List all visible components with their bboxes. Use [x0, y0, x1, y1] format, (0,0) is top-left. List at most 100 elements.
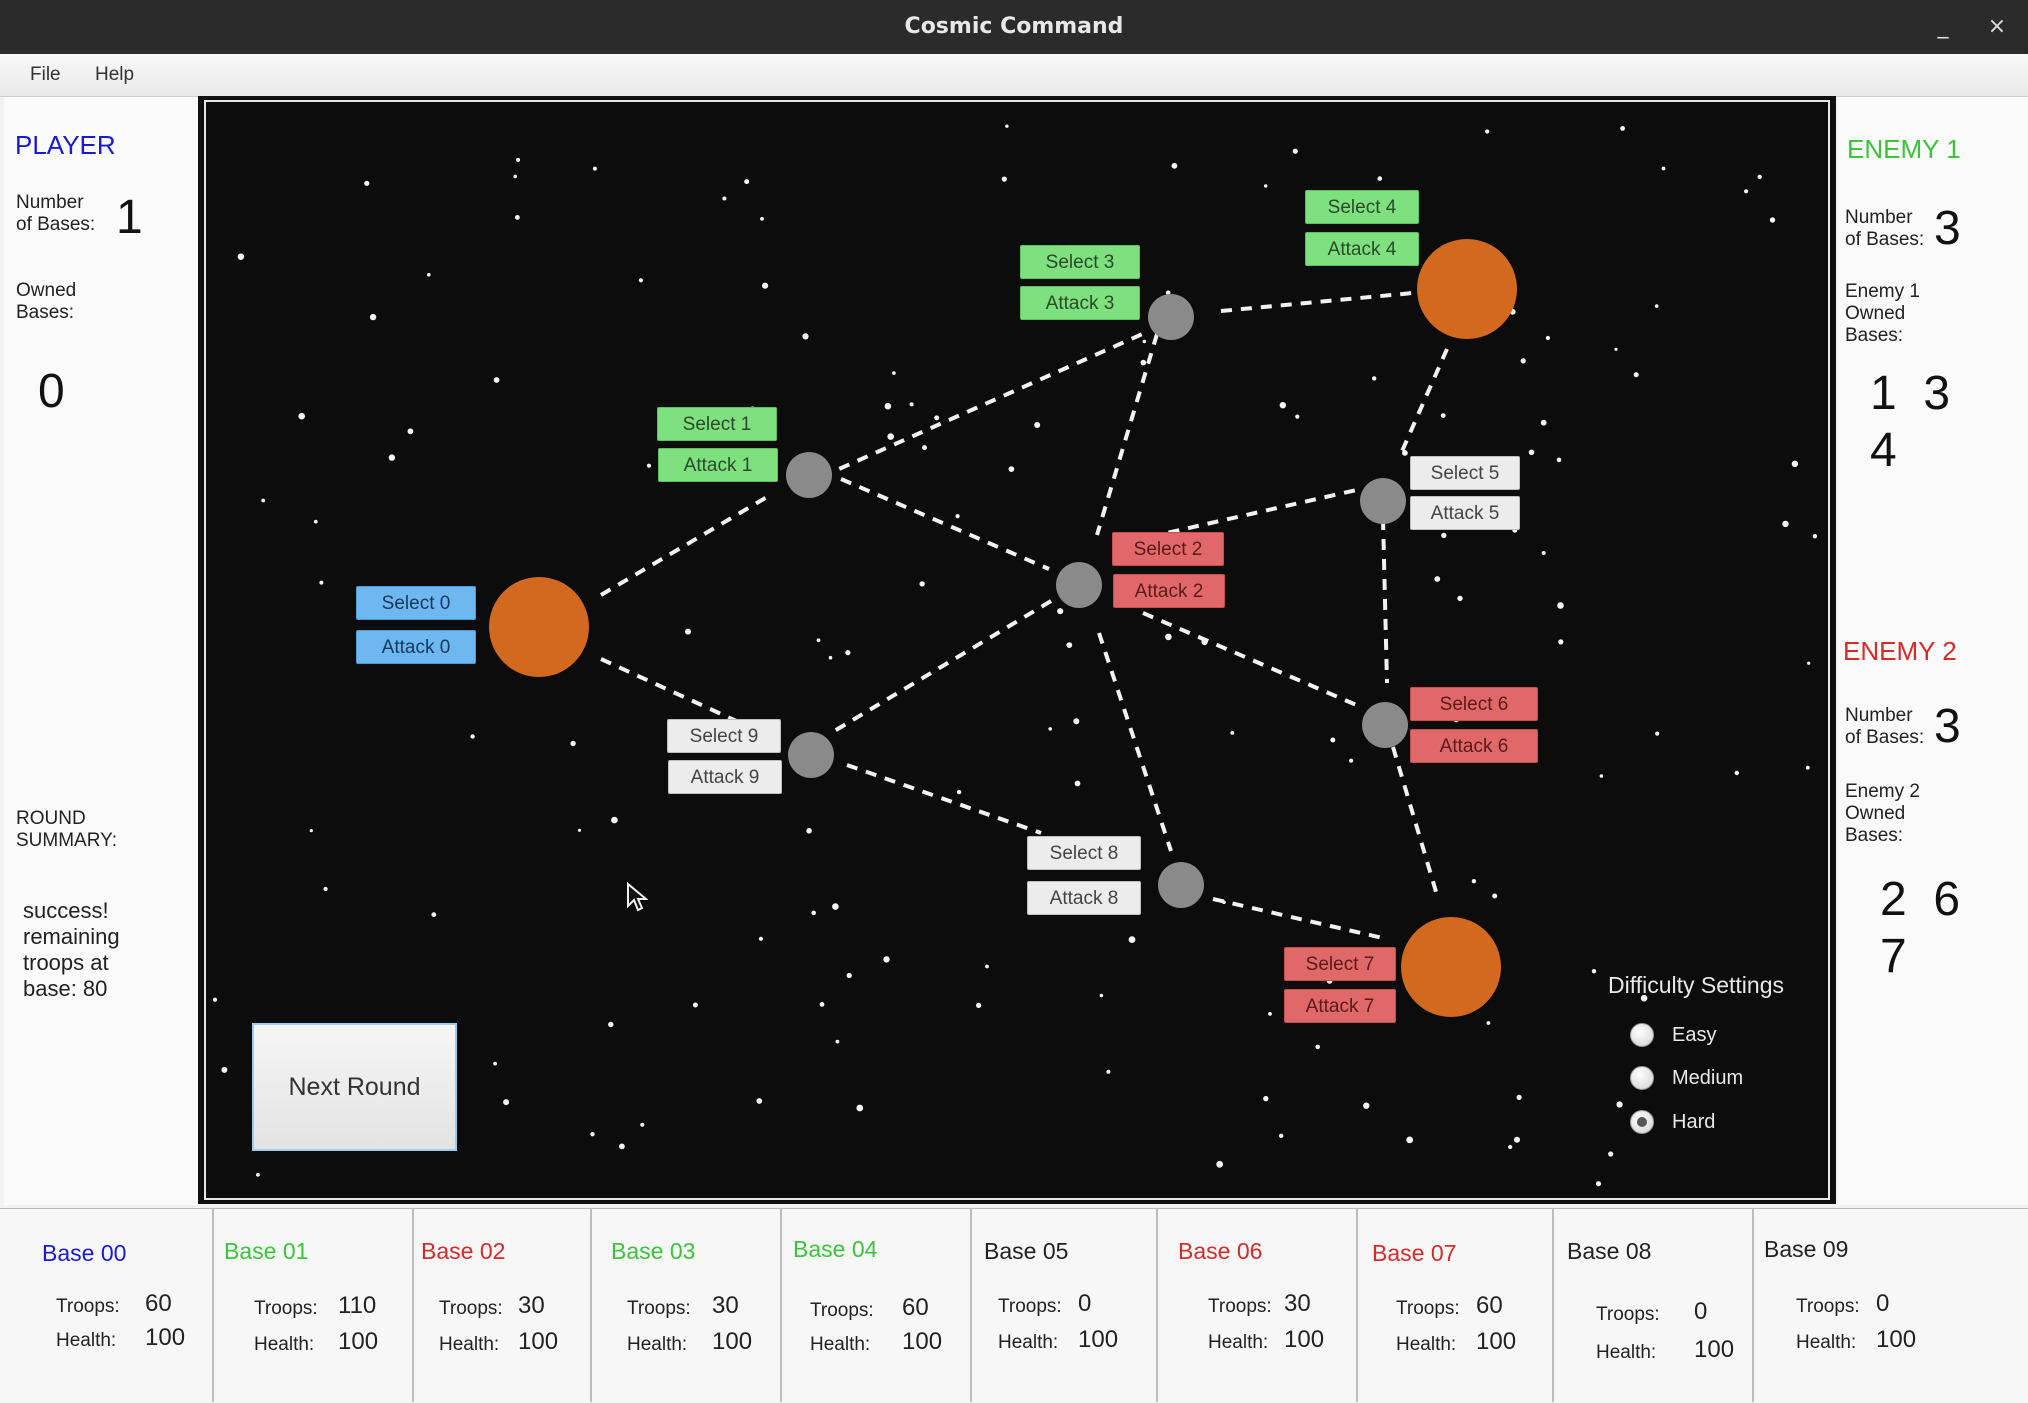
- attack-8-button[interactable]: Attack 8: [1027, 881, 1141, 915]
- route-lines: [599, 291, 1449, 941]
- enemy1-owned-line-2: 4: [1870, 424, 1897, 477]
- star: [388, 454, 396, 461]
- select-5-button[interactable]: Select 5: [1410, 456, 1520, 490]
- star: [956, 789, 962, 795]
- troops-value: 0: [1078, 1290, 1092, 1317]
- planet-7[interactable]: [1401, 917, 1501, 1017]
- star: [1106, 1069, 1111, 1074]
- star: [1757, 174, 1762, 180]
- difficulty-medium-option[interactable]: Medium: [1630, 1063, 1743, 1093]
- round-summary-line: success!: [23, 898, 109, 923]
- star: [592, 166, 597, 171]
- star: [1782, 520, 1789, 528]
- star: [1734, 770, 1740, 776]
- enemy2-num-bases-label-1: Number: [1845, 705, 1913, 726]
- close-button[interactable]: ×: [1987, 14, 2007, 39]
- base-name: Base 02: [421, 1238, 506, 1264]
- star: [985, 964, 989, 969]
- select-9-button[interactable]: Select 9: [667, 719, 781, 753]
- star: [1620, 126, 1625, 131]
- menu-bar: [0, 54, 2028, 97]
- star: [1640, 994, 1648, 1002]
- star: [1279, 402, 1287, 409]
- select-1-button[interactable]: Select 1: [657, 407, 777, 441]
- attack-1-button[interactable]: Attack 1: [658, 448, 778, 482]
- star: [1330, 737, 1336, 743]
- attack-7-button[interactable]: Attack 7: [1284, 989, 1396, 1023]
- star: [431, 912, 437, 918]
- enemy2-owned-line-2: 7: [1880, 930, 1907, 983]
- menu-help[interactable]: Help: [95, 64, 135, 85]
- star: [1595, 1181, 1602, 1187]
- planet-3[interactable]: [1148, 294, 1194, 340]
- minimize-button[interactable]: _: [1937, 14, 1949, 39]
- star: [835, 1039, 840, 1044]
- enemy2-num-bases-label-2: of Bases:: [1845, 727, 1925, 748]
- radio-hard[interactable]: [1630, 1110, 1654, 1134]
- base-stat-column: [212, 1208, 412, 1402]
- star: [1514, 1136, 1520, 1143]
- star: [1263, 1095, 1269, 1102]
- star: [1264, 184, 1268, 188]
- base-name: Base 06: [1178, 1238, 1263, 1264]
- star: [261, 498, 266, 503]
- base-stat-column: [1356, 1208, 1552, 1402]
- select-7-button[interactable]: Select 7: [1284, 947, 1396, 981]
- attack-6-button[interactable]: Attack 6: [1410, 729, 1538, 763]
- round-summary-line: troops at: [23, 950, 109, 975]
- attack-4-button[interactable]: Attack 4: [1305, 232, 1419, 266]
- player-num-bases-label-2: of Bases:: [16, 214, 96, 235]
- next-round-button[interactable]: Next Round: [252, 1023, 457, 1151]
- planet-1[interactable]: [786, 452, 832, 498]
- health-value: 100: [518, 1328, 559, 1355]
- star: [1066, 642, 1073, 648]
- select-2-button[interactable]: Select 2: [1112, 532, 1224, 566]
- planet-0[interactable]: [489, 577, 589, 677]
- planet-9[interactable]: [788, 732, 834, 778]
- troops-value: 0: [1694, 1298, 1708, 1325]
- menu-file[interactable]: File: [30, 64, 61, 85]
- attack-0-button[interactable]: Attack 0: [356, 630, 476, 664]
- base-stat-column: [412, 1208, 590, 1402]
- star: [883, 956, 890, 963]
- star: [1292, 148, 1298, 154]
- star: [256, 1172, 260, 1177]
- attack-5-button[interactable]: Attack 5: [1410, 496, 1520, 530]
- select-3-button[interactable]: Select 3: [1020, 245, 1140, 279]
- difficulty-easy-label: Easy: [1672, 1023, 1717, 1046]
- star: [493, 1061, 497, 1066]
- radio-easy[interactable]: [1630, 1023, 1654, 1047]
- star: [1654, 304, 1659, 308]
- star: [806, 828, 812, 834]
- star: [1349, 758, 1354, 763]
- star: [1599, 774, 1604, 778]
- difficulty-hard-option[interactable]: Hard: [1630, 1107, 1715, 1137]
- attack-3-button[interactable]: Attack 3: [1020, 286, 1140, 320]
- star: [470, 734, 475, 739]
- planet-8[interactable]: [1158, 862, 1204, 908]
- select-0-button[interactable]: Select 0: [356, 586, 476, 620]
- round-summary-text: success! remaining troops at base: 80: [23, 898, 120, 1002]
- base-name: Base 08: [1567, 1238, 1652, 1264]
- star: [1616, 1101, 1623, 1108]
- star: [760, 216, 764, 221]
- select-6-button[interactable]: Select 6: [1410, 687, 1538, 721]
- difficulty-easy-option[interactable]: Easy: [1630, 1020, 1716, 1050]
- star: [638, 278, 643, 283]
- troops-value: 110: [338, 1292, 377, 1319]
- planet-2[interactable]: [1056, 562, 1102, 608]
- select-8-button[interactable]: Select 8: [1027, 836, 1141, 870]
- attack-2-button[interactable]: Attack 2: [1113, 574, 1225, 608]
- star: [1005, 124, 1009, 128]
- attack-9-button[interactable]: Attack 9: [668, 760, 782, 794]
- star: [758, 936, 764, 941]
- enemy2-owned-line-1: 2 6: [1880, 873, 1961, 926]
- planet-4[interactable]: [1417, 239, 1517, 339]
- planet-5[interactable]: [1360, 478, 1406, 524]
- planet-6[interactable]: [1362, 702, 1408, 748]
- select-4-button[interactable]: Select 4: [1305, 190, 1419, 224]
- star: [619, 1143, 625, 1150]
- radio-medium[interactable]: [1630, 1066, 1654, 1090]
- enemies-panel: [1838, 97, 2028, 1205]
- troops-label: Troops:: [1596, 1304, 1660, 1325]
